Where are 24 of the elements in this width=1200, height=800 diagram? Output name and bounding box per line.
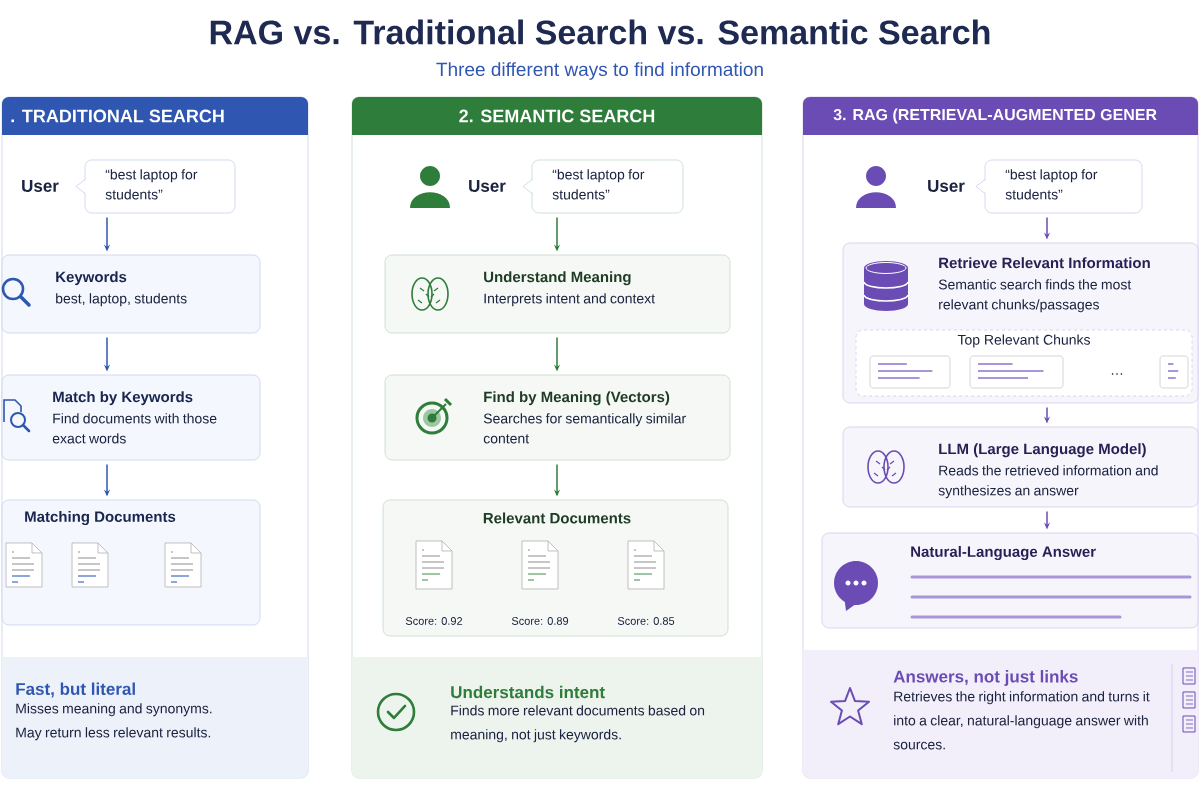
process-box: Keywords best, laptop, students xyxy=(1,254,261,334)
speech-bubble: “best laptop for students” xyxy=(975,159,1143,214)
header-band: . TRADITIONAL SEARCH xyxy=(2,97,308,135)
user-label: User xyxy=(928,180,965,192)
summary-band: Answers, not just links Retrieves the right information and turns it into a clear, natural-language answer with sources. xyxy=(803,650,1198,778)
summary-band: Understands intent Finds more relevant documents based on meaning, not just keywords. xyxy=(352,657,762,778)
node-label: Relevant Documents xyxy=(483,512,631,524)
process-box: LLM (Large Language Model) Reads the retrieved information and synthesizes an answer xyxy=(842,426,1199,508)
node-label: Score: 0.85 xyxy=(617,617,675,625)
title: RAG vs. Traditional Search vs. Semantic Search xyxy=(210,19,990,45)
process-box: Match by Keywords Find documents with those exact words xyxy=(1,374,261,461)
speech-bubble: “best laptop for students” xyxy=(522,159,684,214)
user-label: User xyxy=(22,180,59,192)
summary-band: Fast, but literal Misses meaning and synonyms. May return less relevant results. xyxy=(2,657,308,778)
user-label: User xyxy=(469,180,506,192)
speech-bubble: “best laptop for students” xyxy=(75,159,236,214)
header-band: 2. SEMANTIC SEARCH xyxy=(352,97,762,135)
answer-box: Natural-Language Answer xyxy=(821,532,1199,629)
node-label: Score: 0.92 xyxy=(405,617,463,625)
header-band: 3. RAG (RETRIEVAL-AUGMENTED GENER xyxy=(803,97,1198,135)
node-label: Score: 0.89 xyxy=(511,617,569,625)
process-box: Find by Meaning (Vectors) Searches for semantically similar content xyxy=(384,374,731,461)
process-box: Understand Meaning Interprets intent and context xyxy=(384,254,731,334)
subtitle: Three different ways to find information xyxy=(436,62,763,80)
